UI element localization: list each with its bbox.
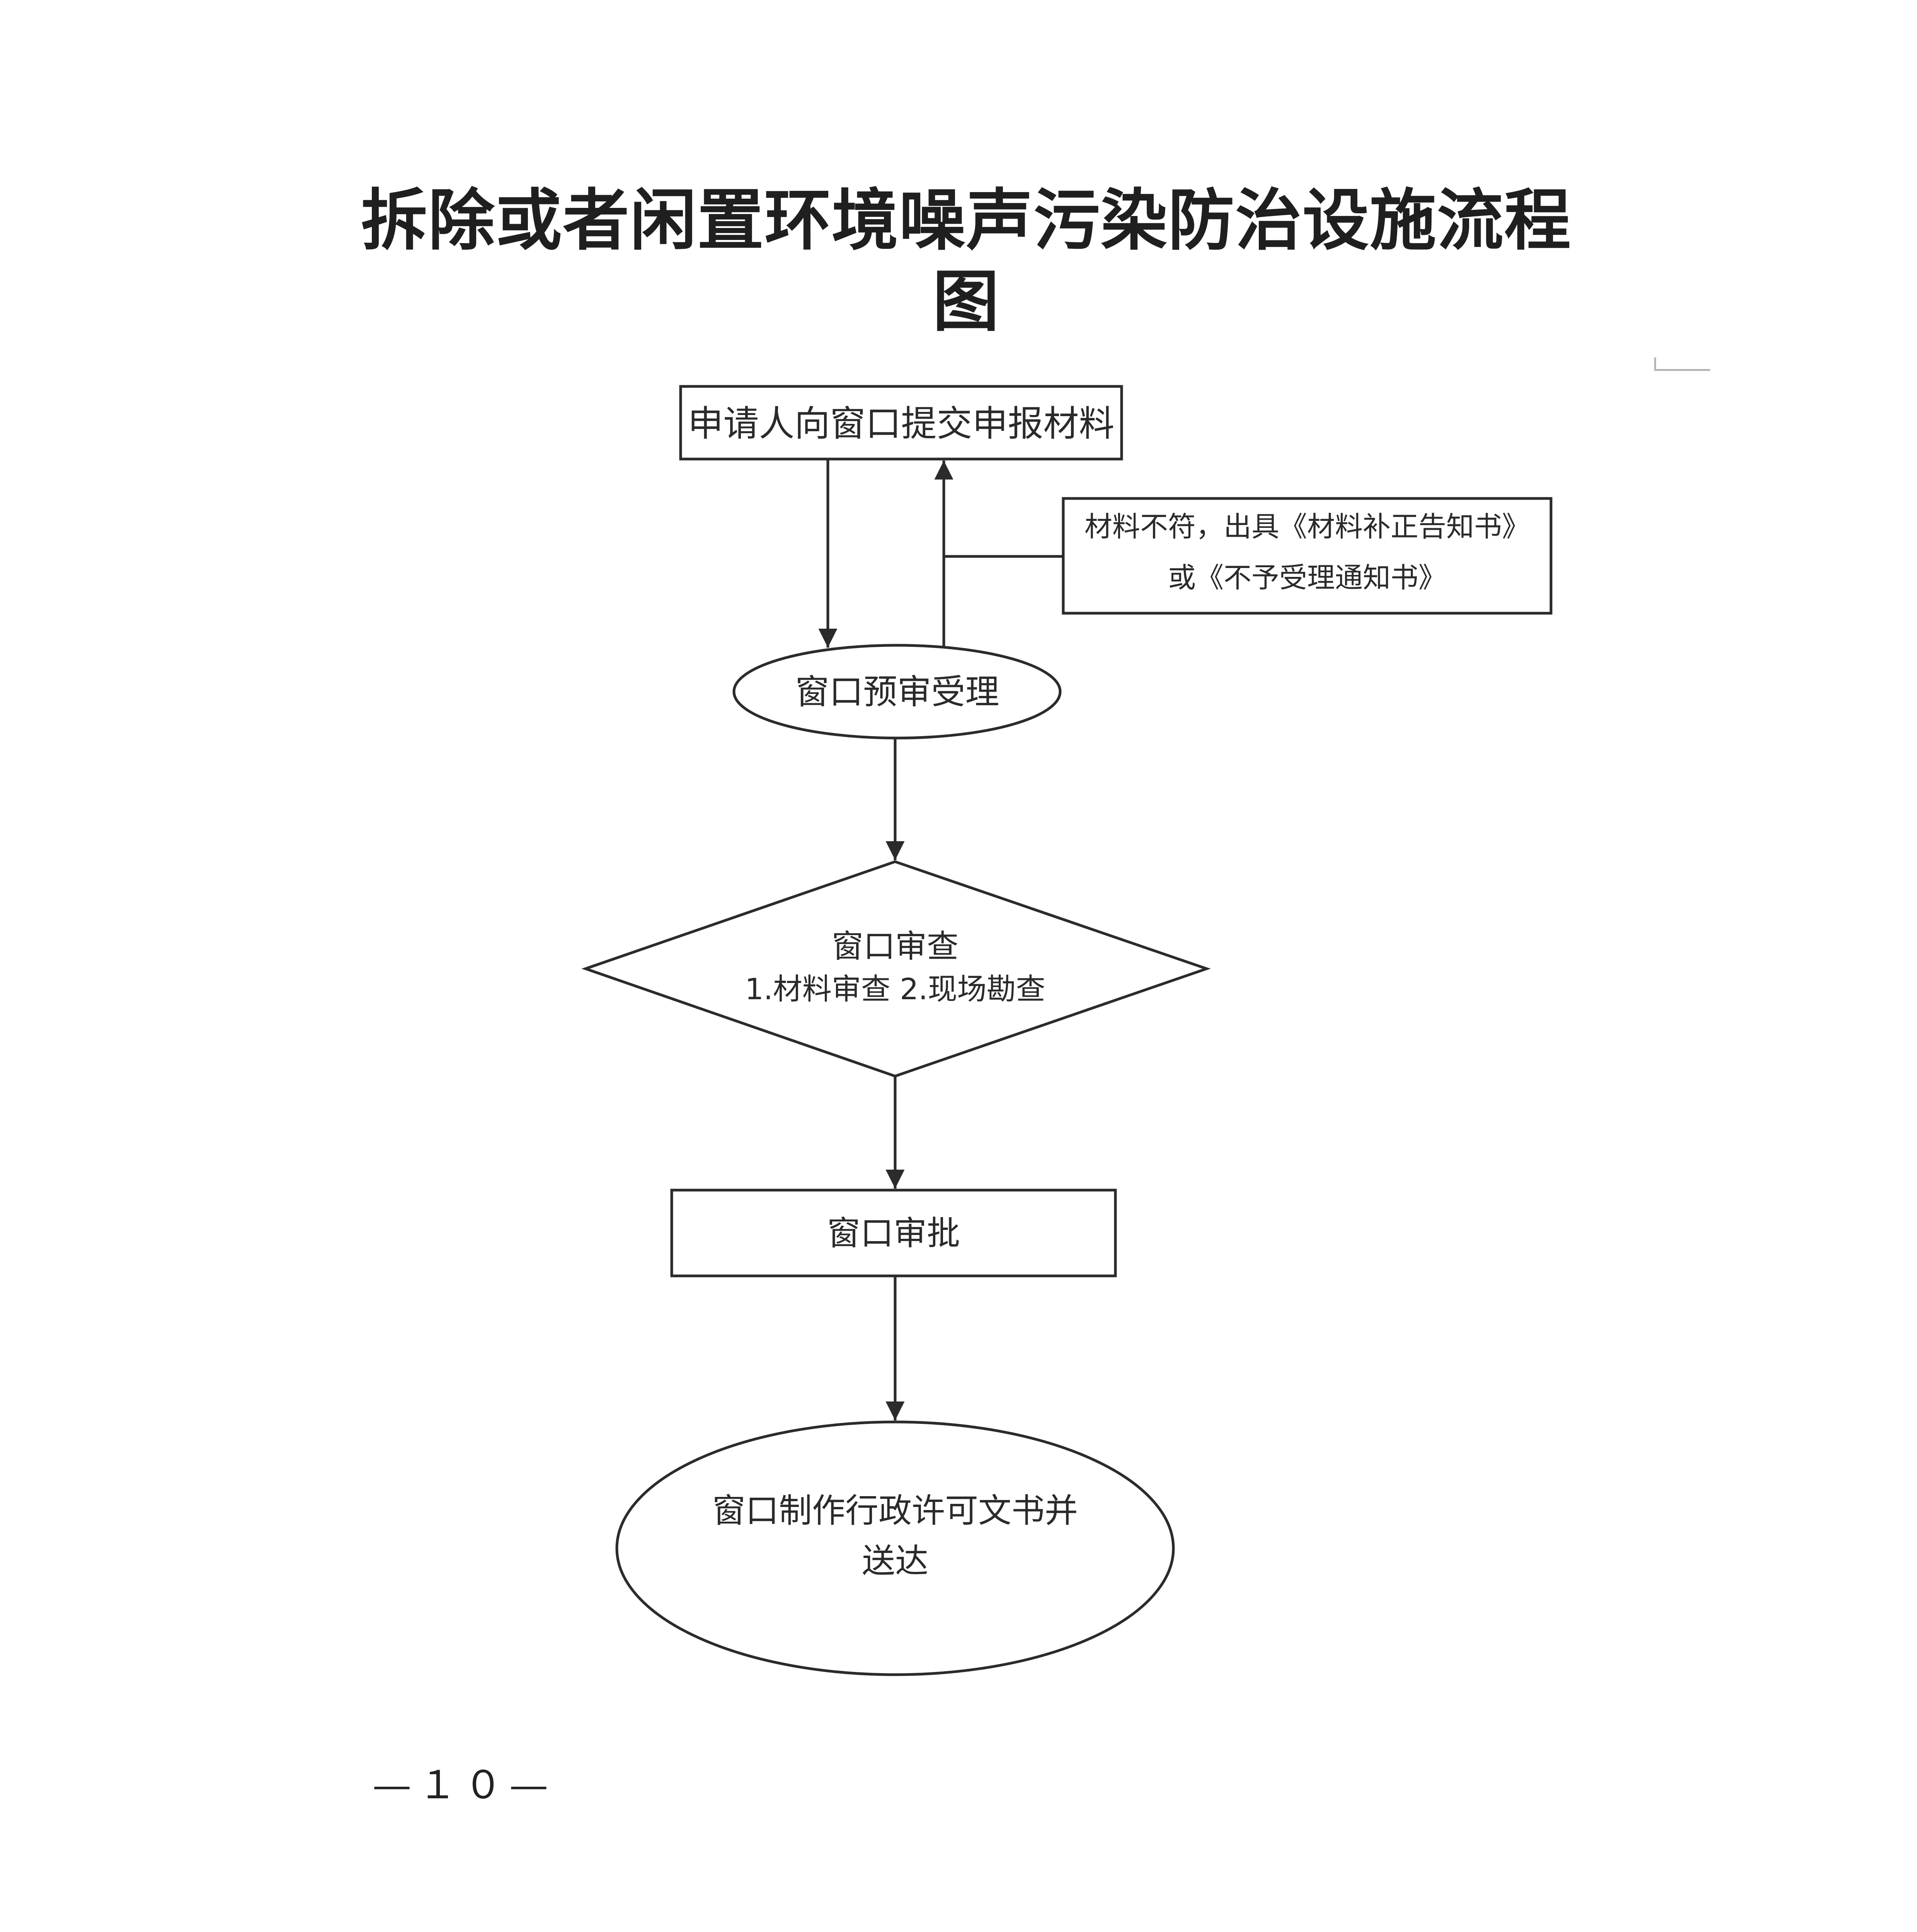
node-issue-ellipse [615, 1420, 1175, 1676]
flowchart [581, 385, 1553, 1676]
node-approve-box [670, 1189, 1117, 1277]
scan-corner-mark [1654, 357, 1710, 371]
page-title-line-2: 图 [933, 262, 1000, 340]
node-pre-review-ellipse [732, 644, 1062, 740]
node-reject-notice-label-line-2: 或《不予受理通知书》 [1168, 561, 1446, 594]
node-reject-notice-label-line-1: 材料不符，出具《材料补正告知书》 [1084, 510, 1530, 543]
node-approve-label: 窗口审批 [827, 1214, 960, 1253]
node-review-label-line-1: 窗口审查 [831, 928, 958, 965]
node-issue-label-line-2: 送达 [862, 1542, 928, 1580]
page-title-line-1: 拆除或者闲置环境噪声污染防治设施流程 [361, 181, 1571, 259]
node-pre-review-label: 窗口预审受理 [795, 672, 999, 712]
node-issue-label-line-1: 窗口制作行政许可文书并 [712, 1492, 1078, 1530]
node-review-diamond [581, 860, 1211, 1078]
node-review-label-line-2: 1.材料审查 2.现场勘查 [745, 972, 1045, 1006]
page-number: —１０— [373, 1762, 555, 1808]
node-submit-label: 申请人向窗口提交申报材料 [688, 403, 1115, 444]
node-submit-box [679, 385, 1123, 461]
